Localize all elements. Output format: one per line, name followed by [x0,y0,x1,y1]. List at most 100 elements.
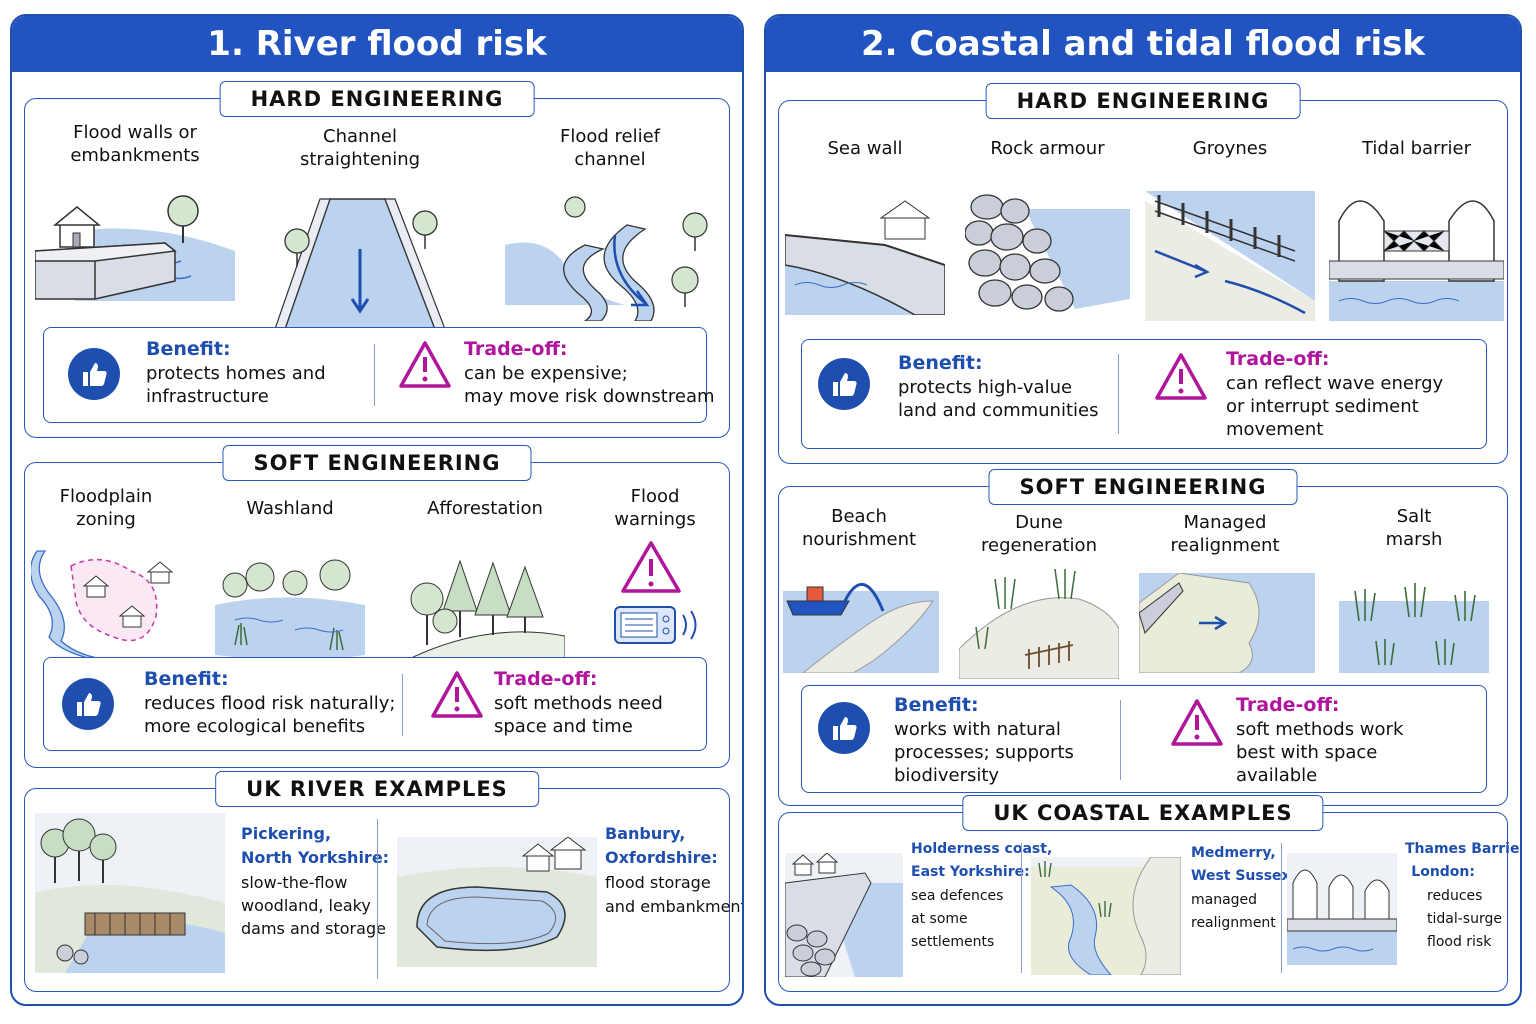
warning-triangle-icon [431,671,483,718]
thumbs-up-icon [68,348,120,400]
item-caption: Channel straightening [299,126,421,170]
item-caption: Flood warnings [614,486,696,530]
tidal-barrier-item: Tidal barrier [1329,131,1504,321]
flood-relief-channel-illustration [505,196,708,321]
tradeoff-line: can reflect wave energy [1226,373,1444,394]
item-caption: Sea wall [827,138,903,159]
example-text: tidal-surge [1427,911,1502,927]
coastal-flood-panel: 2. Coastal and tidal flood risk HARD ENG… [764,14,1522,1006]
benefit-line: works with natural [894,719,1061,740]
channel-straightening-illustration [275,198,445,329]
river-flood-panel: 1. River flood risk HARD ENGINEERING Flo… [10,14,744,1006]
example-text: at some [911,911,968,927]
item-caption: Rock armour [990,138,1105,159]
example-title: Thames Barrier, [1405,841,1522,857]
example-title: West Sussex: [1191,868,1297,884]
example-text: slow-the-flow [241,873,348,892]
example-text: reduces [1427,888,1483,904]
salt-marsh-illustration [1339,583,1489,673]
uk-coastal-examples-label: UK COASTAL EXAMPLES [962,795,1324,831]
tradeoff-title: Trade-off: [1226,348,1330,370]
river-hard-benefit-tradeoff: Benefit: protects homes and infrastructu… [43,327,715,423]
example-text: flood risk [1427,934,1492,950]
tidal-barrier-illustration [1329,200,1504,321]
river-hard-label: HARD ENGINEERING [219,81,535,117]
warning-triangle-icon [1171,699,1223,746]
item-caption: Groynes [1192,138,1268,159]
thumbs-up-icon [818,702,870,754]
uk-river-examples-section: UK RIVER EXAMPLES Pickering, North Yorks… [24,771,742,992]
benefit-line: more ecological benefits [144,716,366,737]
example-text: sea defences [911,888,1004,904]
groynes-illustration [1145,191,1315,321]
dune-regeneration-illustration [959,569,1119,679]
coastal-soft-benefit-tradeoff: Benefit: works with natural processes; s… [801,685,1487,793]
uk-coastal-examples-section: UK COASTAL EXAMPLES Holderness coast, Ea… [778,795,1522,992]
example-text: woodland, leaky [241,896,371,915]
sea-wall-illustration [785,200,945,315]
tradeoff-title: Trade-off: [1236,694,1340,716]
river-soft-label: SOFT ENGINEERING [222,445,532,481]
medmerry-illustration [1031,857,1181,975]
example-title: Holderness coast, [911,841,1053,857]
tradeoff-line: can be expensive; [464,363,628,384]
thumbs-up-icon [62,678,114,730]
coastal-hard-label: HARD ENGINEERING [985,83,1301,119]
rock-armour-illustration [965,194,1130,312]
river-hard-engineering-section: HARD ENGINEERING Flood walls or embankme… [24,81,730,438]
example-title: East Yorkshire: [911,864,1030,880]
example-text: and embankments [605,897,744,916]
example-text: realignment [1191,915,1276,931]
tradeoff-line: best with space [1236,742,1378,763]
example-text: dams and storage [241,919,386,938]
thumbs-up-icon [818,358,870,410]
benefit-line: processes; supports [894,742,1074,763]
item-caption: Afforestation [427,498,543,519]
managed-realignment-item: Managed realignment [1135,505,1315,695]
washland-item: Washland [205,485,375,675]
pickering-illustration [35,813,225,973]
example-title: Banbury, [605,824,686,843]
item-caption: Managed realignment [1170,512,1280,556]
item-caption: Floodplain zoning [59,486,153,530]
flood-walls-item: Flood walls or embankments [35,121,235,321]
groynes-item: Groynes [1145,131,1315,321]
warning-triangle-icon [1155,353,1207,400]
washland-illustration [215,559,365,660]
beach-nourishment-illustration [783,583,939,673]
coastal-soft-label: SOFT ENGINEERING [988,469,1298,505]
afforestation-illustration [405,559,565,671]
benefit-line: land and communities [898,400,1099,421]
tradeoff-line: soft methods work [1236,719,1404,740]
coastal-panel-title: 2. Coastal and tidal flood risk [766,16,1520,72]
tradeoff-title: Trade-off: [494,668,598,690]
sea-wall-item: Sea wall [785,131,945,321]
tradeoff-line: movement [1226,419,1324,440]
example-title: London: [1411,864,1475,880]
item-caption: Dune regeneration [981,512,1097,556]
tradeoff-line: may move risk downstream [464,386,715,407]
rock-armour-item: Rock armour [965,131,1130,321]
tradeoff-line: available [1236,765,1318,786]
item-caption: Beach nourishment [801,506,917,550]
river-panel-title: 1. River flood risk [12,16,742,72]
example-text: managed [1191,892,1258,908]
tradeoff-line: space and time [494,716,633,737]
uk-river-examples-label: UK RIVER EXAMPLES [215,771,539,807]
flood-relief-channel-item: Flood relief channel [505,121,715,321]
holderness-illustration [785,853,903,977]
afforestation-item: Afforestation [405,485,565,675]
river-soft-engineering-section: SOFT ENGINEERING Floodplain zoning Washl… [24,445,730,768]
benefit-line: reduces flood risk naturally; [144,693,396,714]
example-title: Pickering, [241,824,332,843]
benefit-line: protects homes and [146,363,326,384]
flood-warning-illustration [614,541,697,644]
thames-barrier-illustration [1287,853,1397,965]
benefit-title: Benefit: [894,694,979,716]
tradeoff-line: or interrupt sediment [1226,396,1419,417]
example-text: settlements [911,934,995,950]
dune-regeneration-item: Dune regeneration [959,505,1119,695]
coastal-soft-engineering-section: SOFT ENGINEERING Beach nourishment Dune … [778,469,1508,806]
item-caption: Tidal barrier [1361,138,1472,159]
benefit-title: Benefit: [144,668,229,690]
